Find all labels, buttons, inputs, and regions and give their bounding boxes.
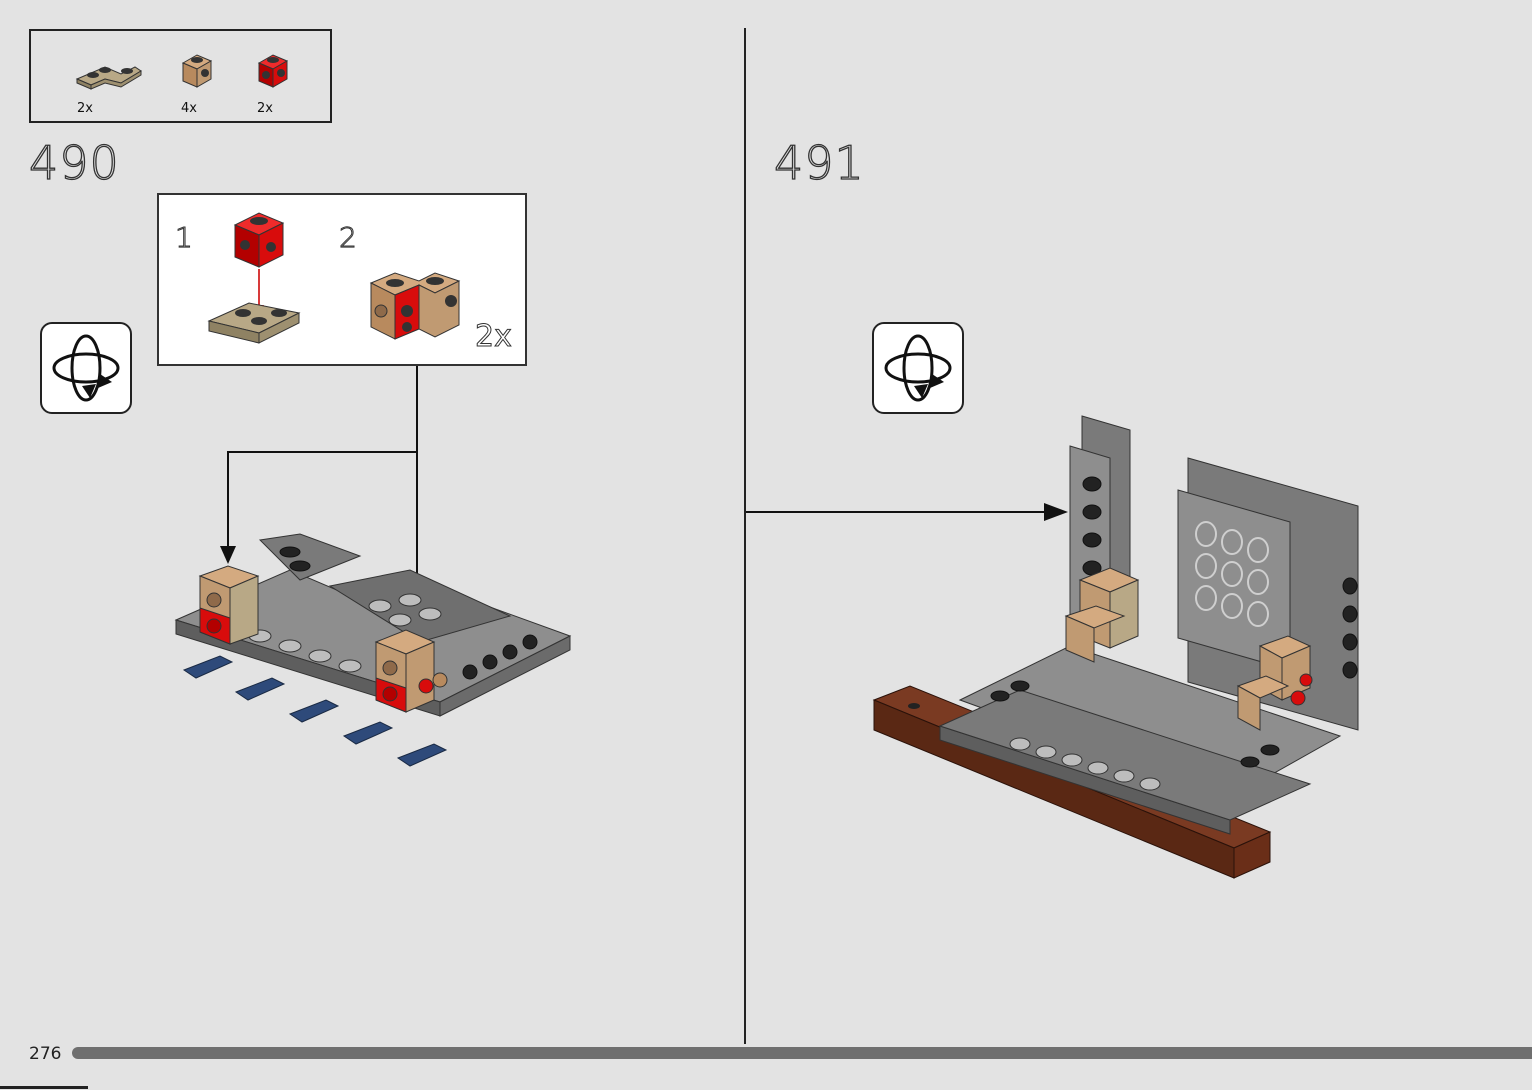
page-number: 276 [29,1044,61,1064]
page-progress-bar [72,1047,1532,1059]
step-490-model-illustration [170,530,580,790]
step-490-callout-arrows [0,0,744,1040]
rotate-model-icon-2 [872,322,964,414]
footer-rule [0,1086,88,1089]
step-number-491: 491 [774,136,865,190]
step-491-model-illustration [870,410,1370,890]
page-divider [744,28,746,1044]
